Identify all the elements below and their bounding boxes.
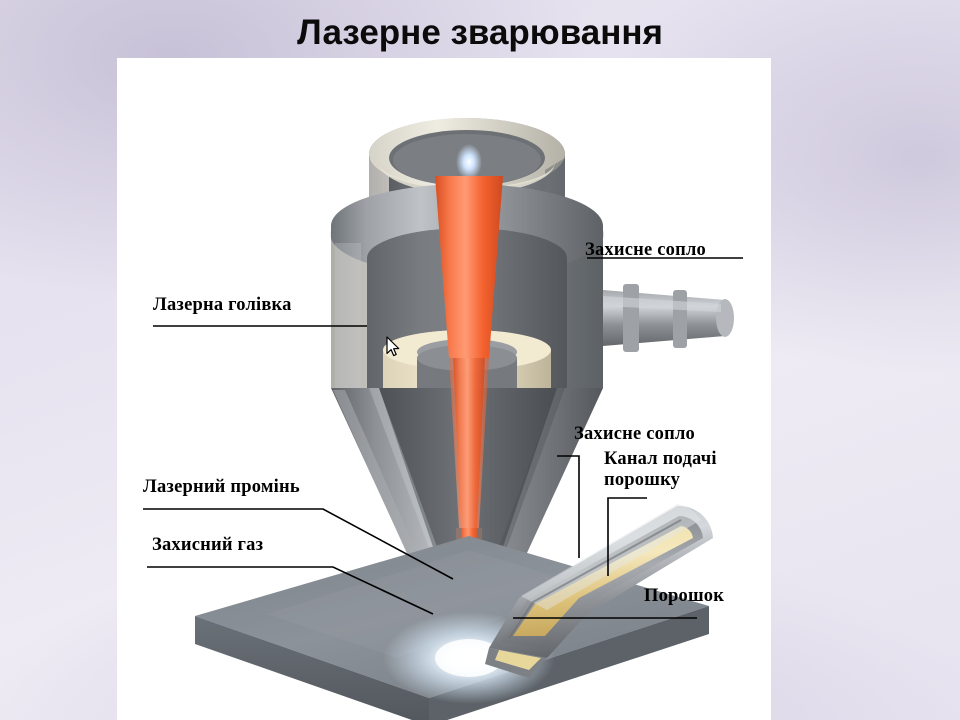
page-title: Лазерне зварювання <box>297 13 663 52</box>
callout-shield-nozzle-bottom: Захисне сопло <box>574 424 695 444</box>
callout-powder: Порошок <box>644 586 725 606</box>
callout-shield-gas: Захисний газ <box>152 535 264 555</box>
callout-laser-beam: Лазерний промінь <box>143 477 300 497</box>
figure-panel: Лазерна голівка Захисне сопло Захисне со… <box>117 58 771 720</box>
powder-channel <box>513 526 693 636</box>
leader-powder-channel <box>607 497 647 576</box>
leader-shield-nozzle-bottom <box>557 455 580 558</box>
callout-laser-head: Лазерна голівка <box>153 295 292 315</box>
shield-gas-inlet-tube <box>603 284 734 352</box>
leader-laser-beam <box>143 508 454 580</box>
callout-powder-feed-channel: Канал подачі порошку <box>604 449 717 490</box>
callout-shield-nozzle-top: Захисне сопло <box>585 240 706 260</box>
leader-shield-gas <box>147 566 434 615</box>
laser-welding-illustration <box>143 118 743 720</box>
callout-leader-lines <box>143 257 743 619</box>
powder-feed-nozzle <box>485 504 713 678</box>
